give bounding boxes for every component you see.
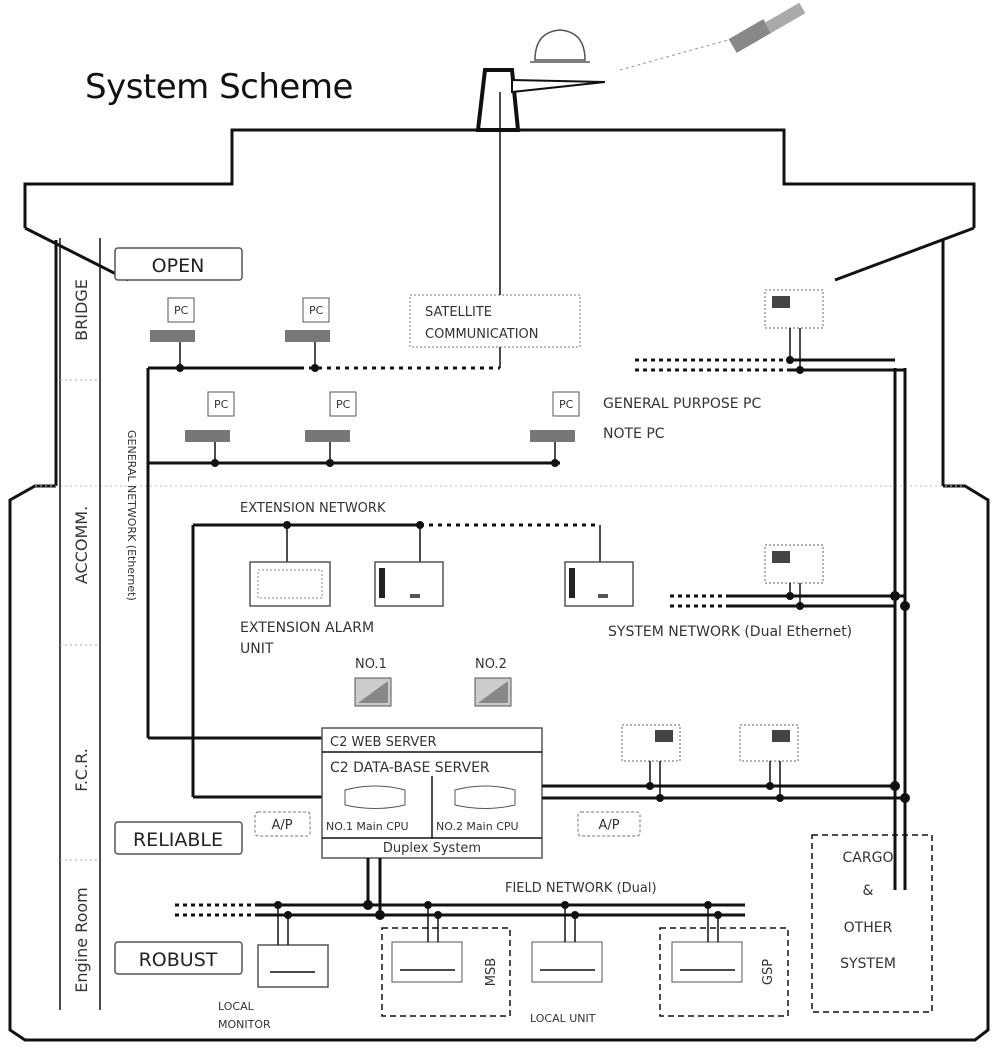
zone-label: BRIDGE <box>72 279 91 341</box>
svg-text:NO.2: NO.2 <box>475 657 507 672</box>
gsp-cabinet: GSP <box>659 901 789 1017</box>
printer-no1: NO.1 <box>354 657 392 707</box>
extension-alarm-unit: EXTENSION ALARM UNIT <box>240 561 374 657</box>
open-tag: OPEN <box>114 247 243 281</box>
svg-text:OTHER: OTHER <box>844 920 893 936</box>
zone-label: F.C.R. <box>72 748 91 792</box>
ap-box-left: A/P <box>254 811 311 837</box>
reliable-tag: RELIABLE <box>114 821 243 855</box>
svg-text:LOCAL UNIT: LOCAL UNIT <box>530 1012 596 1025</box>
workstation-fcr-2 <box>739 724 799 802</box>
diagram-title: System Scheme <box>85 67 353 107</box>
zone-label: ACCOMM. <box>72 506 91 584</box>
svg-text:COMMUNICATION: COMMUNICATION <box>425 327 539 342</box>
system-network: SYSTEM NETWORK (Dual Ethernet) <box>542 358 910 890</box>
svg-text:NO.1: NO.1 <box>355 657 387 672</box>
svg-text:ROBUST: ROBUST <box>139 949 218 971</box>
svg-text:PC: PC <box>336 398 351 411</box>
svg-text:LOCAL: LOCAL <box>218 1000 255 1013</box>
svg-text:RELIABLE: RELIABLE <box>133 829 223 851</box>
ap-box-right: A/P <box>577 811 641 837</box>
bridge-pc-1: PC <box>150 297 195 372</box>
satellite-dish-icon <box>530 29 590 63</box>
general-purpose-pc-label: GENERAL PURPOSE PC <box>603 396 762 412</box>
extension-network-label: EXTENSION NETWORK <box>240 501 386 516</box>
msb-cabinet: MSB <box>381 901 511 1017</box>
field-network-label: FIELD NETWORK (Dual) <box>505 881 657 896</box>
workstation-bridge <box>764 289 824 374</box>
cargo-other-system-box: CARGO & OTHER SYSTEM <box>811 834 933 1013</box>
svg-text:NO.2 Main CPU: NO.2 Main CPU <box>436 820 519 833</box>
svg-text:PC: PC <box>559 398 574 411</box>
zone-strip: BRIDGE ACCOMM. F.C.R. Engine Room <box>59 238 101 1010</box>
satellite-communication-box: SATELLITE COMMUNICATION <box>409 294 581 348</box>
system-network-label: SYSTEM NETWORK (Dual Ethernet) <box>608 624 852 640</box>
ship-hull-outline <box>8 68 990 1042</box>
local-unit: LOCAL UNIT <box>530 901 603 1025</box>
extension-network: EXTENSION NETWORK <box>191 501 601 799</box>
satellite-icon <box>619 2 806 71</box>
cpu-1-icon <box>344 785 406 809</box>
svg-text:OPEN: OPEN <box>152 255 205 277</box>
note-pc-label: NOTE PC <box>603 426 665 442</box>
printer-no2: NO.2 <box>474 657 512 707</box>
local-monitor: LOCAL MONITOR <box>218 901 329 1031</box>
robust-tag: ROBUST <box>114 941 243 975</box>
svg-text:PC: PC <box>214 398 229 411</box>
zone-label: Engine Room <box>72 887 91 992</box>
svg-text:A/P: A/P <box>271 818 292 833</box>
svg-text:UNIT: UNIT <box>240 641 274 657</box>
svg-text:SATELLITE: SATELLITE <box>425 305 492 320</box>
web-server-label: C2 WEB SERVER <box>330 735 437 750</box>
svg-text:MONITOR: MONITOR <box>218 1018 271 1031</box>
accomm-pc-2: PC <box>305 391 357 467</box>
extension-panel-1 <box>374 561 444 607</box>
cpu-2-icon <box>454 785 516 809</box>
general-network-label: GENERAL NETWORK (Ethernet) <box>125 430 138 601</box>
svg-text:SYSTEM: SYSTEM <box>840 956 896 972</box>
svg-text:GSP: GSP <box>761 959 776 985</box>
database-server-label: C2 DATA-BASE SERVER <box>330 760 490 776</box>
workstation-fcr-1 <box>621 724 681 802</box>
server-block: C2 WEB SERVER C2 DATA-BASE SERVER NO.1 M… <box>321 727 543 859</box>
svg-text:NO.1 Main CPU: NO.1 Main CPU <box>326 820 409 833</box>
svg-text:PC: PC <box>174 304 189 317</box>
note-pc: PC <box>530 391 580 467</box>
svg-text:A/P: A/P <box>598 818 619 833</box>
extension-panel-2 <box>564 561 634 607</box>
svg-text:EXTENSION ALARM: EXTENSION ALARM <box>240 620 374 636</box>
accomm-pc-1: PC <box>185 391 235 467</box>
workstation-accomm <box>764 544 824 610</box>
svg-text:&: & <box>863 883 874 899</box>
svg-text:PC: PC <box>309 304 324 317</box>
svg-text:CARGO: CARGO <box>843 850 894 866</box>
bridge-pc-2: PC <box>285 297 330 372</box>
field-network: FIELD NETWORK (Dual) <box>175 881 745 920</box>
svg-text:MSB: MSB <box>484 958 499 986</box>
duplex-system-label: Duplex System <box>383 841 481 856</box>
